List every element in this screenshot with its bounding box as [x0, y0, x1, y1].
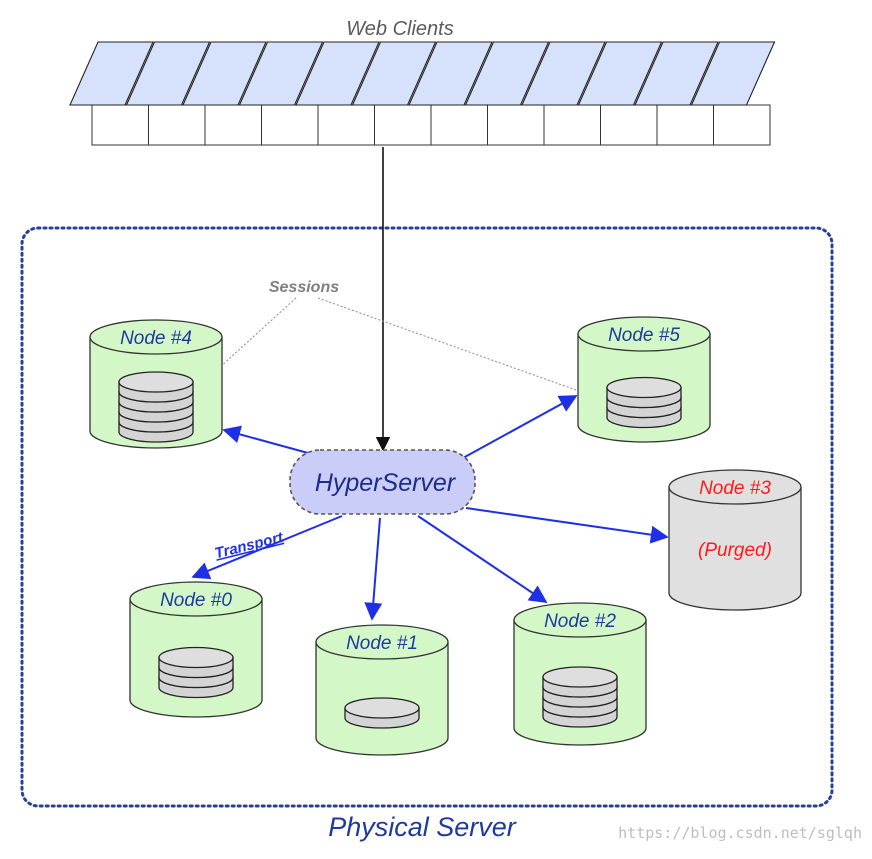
web-client-3: [182, 41, 267, 146]
node-status: (Purged): [698, 540, 772, 561]
disk-stack: [344, 697, 420, 729]
node2-cylinder: Node #2: [513, 602, 647, 746]
arrow-to-node1: [364, 517, 383, 621]
hyperserver-label: HyperServer: [315, 469, 457, 497]
disk-stack: [606, 376, 682, 429]
client-connection-box: [543, 104, 601, 146]
web-client-10: [577, 41, 663, 146]
node-label: Node #0: [160, 590, 232, 611]
web-client-1: [69, 41, 154, 146]
web-client-8: [464, 41, 550, 146]
web-clients-group: [69, 41, 776, 146]
hyperserver: HyperServer: [289, 449, 476, 515]
web-client-11: [634, 41, 719, 146]
node1-cylinder: Node #1: [315, 624, 449, 756]
web-clients-label: Web Clients: [346, 18, 453, 40]
nodes-group: Node #4 Node #5 Node #3 (Purged) Node #0 Node…: [89, 316, 802, 756]
disk-platter-top: [344, 697, 420, 719]
hyperserver-box: [289, 449, 476, 515]
cylinder-top: [513, 602, 647, 638]
client-connection-box: [374, 104, 432, 146]
client-window: [577, 41, 663, 106]
disk-stack: [542, 666, 618, 728]
arrow-to-node3: [465, 507, 669, 544]
disk-stack: [158, 646, 234, 699]
cylinder-top: [315, 624, 449, 660]
client-window: [690, 41, 776, 106]
client-connection-box: [261, 104, 319, 146]
client-window: [464, 41, 550, 106]
disk-platter-top: [118, 371, 194, 393]
client-connection-box: [656, 104, 714, 146]
arrow-to-node4: [222, 425, 309, 454]
client-window: [634, 41, 719, 106]
arrow-to-node2: [417, 515, 548, 604]
client-window: [351, 41, 437, 106]
web-client-12: [690, 41, 776, 146]
sessions-label: Sessions: [269, 279, 339, 296]
cylinder-body: [668, 486, 802, 611]
disk-platter-top: [542, 666, 618, 688]
client-window: [295, 41, 380, 106]
disk-stack: [118, 371, 194, 443]
web-client-4: [238, 41, 324, 146]
node4-cylinder: Node #4: [89, 319, 223, 449]
node-label: Node #2: [544, 611, 616, 632]
client-connection-box: [600, 104, 658, 146]
disk-platter-top: [606, 376, 682, 399]
client-connection-box: [148, 104, 206, 146]
client-window: [521, 41, 606, 106]
client-connection-box: [713, 104, 771, 146]
client-window: [238, 41, 324, 106]
client-window: [408, 41, 493, 106]
cylinder-top: [668, 469, 802, 505]
node-label: Node #3: [699, 478, 771, 499]
node5-cylinder: Node #5: [577, 316, 711, 443]
watermark: https://blog.csdn.net/sglqh: [618, 824, 862, 842]
cylinder-top: [129, 581, 263, 617]
transport-label: Transport: [213, 529, 286, 563]
client-connection-box: [204, 104, 262, 146]
physical-server-label: Physical Server: [328, 812, 517, 842]
cylinder-top: [577, 316, 711, 352]
node0-cylinder: Node #0: [129, 581, 263, 718]
web-client-7: [408, 41, 493, 146]
web-client-6: [351, 41, 437, 146]
transport-arrows: [191, 395, 669, 621]
client-connection-box: [430, 104, 488, 146]
arrow-to-node5: [462, 395, 578, 459]
physical-server-boundary: [20, 226, 834, 808]
node-label: Node #4: [120, 328, 192, 349]
web-client-2: [125, 41, 211, 146]
client-window: [125, 41, 211, 106]
client-connection-box: [317, 104, 375, 146]
node-label: Node #1: [346, 633, 418, 654]
client-connection-box: [487, 104, 545, 146]
arrow-to-node0: [191, 515, 343, 580]
client-window: [69, 41, 154, 106]
client-connection-box: [91, 104, 149, 146]
web-client-9: [521, 41, 606, 146]
cylinder-top: [89, 319, 223, 355]
disk-platter-top: [158, 646, 234, 669]
client-window: [182, 41, 267, 106]
node3-cylinder: Node #3 (Purged): [668, 469, 802, 611]
session-line-node5: [317, 297, 604, 400]
node-label: Node #5: [608, 325, 680, 346]
